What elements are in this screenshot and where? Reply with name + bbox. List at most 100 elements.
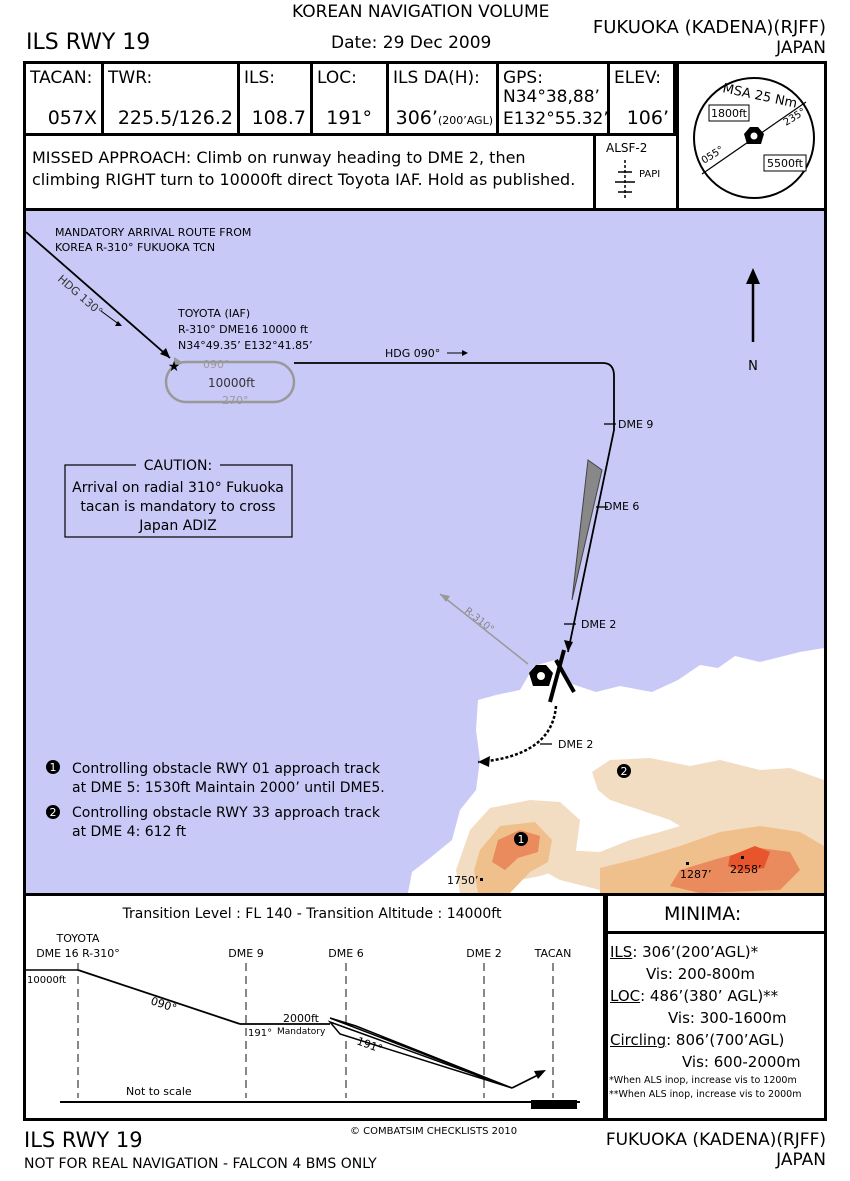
alsf-label: ALSF-2 [606,141,648,155]
course-191-a: 191° [248,1028,272,1039]
volume-title: KOREAN NAVIGATION VOLUME [292,2,550,22]
profile-dme-2: DME 2 [466,947,501,960]
minima-circling-value: : 806’(700’AGL) [666,1031,785,1049]
terrain-marker-1: 1 [518,833,525,846]
airport-tacan-icon [529,665,553,686]
ils-label: ILS: [244,68,276,88]
caution-line-2: tacan is mandatory to cross [80,499,275,515]
obstacle-2258: 2258’ [730,863,762,876]
caution-line-1: Arrival on radial 310° Fukuoka [72,480,284,496]
elev-cell: ELEV: 106’ [610,64,676,133]
svg-text:090°: 090° [149,994,178,1015]
elev-value: 106’ [626,107,669,129]
airport-country: JAPAN [776,38,826,58]
gps-lat: N34°38,88’ [503,87,600,107]
plan-svg: ★ 2 1 1 [26,226,824,893]
hold-inbound: 270° [222,394,249,407]
elev-label: ELEV: [614,68,661,88]
note-1-line-2: at DME 5: 1530ft Maintain 2000’ until DM… [72,780,385,796]
arrival-route-line-1: MANDATORY ARRIVAL ROUTE FROM [55,226,251,239]
note-2-number: 2 [50,806,57,819]
ils-value: 108.7 [251,107,306,129]
minima-circling: Circling: 806’(700’AGL) [610,1033,784,1048]
minima-ils: ILS: 306’(200’AGL)* [610,945,758,960]
minima-circling-label: Circling [610,1031,667,1049]
twr-value: 225.5/126.2 [117,107,233,129]
profile-dme-6: DME 6 [328,947,363,960]
profile-view: Transition Level : FL 140 - Transition A… [23,893,608,1121]
toyota-label: TOYOTA [56,932,100,945]
plan-view: ★ 2 1 1 [23,208,827,896]
tacan-value: 057X [47,107,97,129]
msa-divider [676,64,679,208]
tacan-cell: TACAN: 057X [26,64,104,133]
papi-icon [615,160,635,200]
profile-dme-9: DME 9 [228,947,263,960]
footer-airport: FUKUOKA (KADENA)(RJFF) [605,1130,826,1150]
iaf-name: TOYOTA (IAF) [177,307,250,320]
msa-sector-north: 1800ft [711,107,748,120]
minima-loc-vis: Vis: 300-1600m [668,1009,787,1027]
minima-loc-value: : 486’(380’ AGL)** [640,987,779,1005]
msa-diagram: MSA 25 Nm 1800ft 5500ft 235° 055° [693,77,815,199]
da-value-text: 306’ [395,107,438,129]
iaf-coordinates: N34°49.35’ E132°41.85’ [178,339,313,352]
minima-title: MINIMA: [664,903,742,925]
note-2-line-1: Controlling obstacle RWY 33 approach tra… [72,805,381,821]
missed-approach-line-1: MISSED APPROACH: Climb on runway heading… [32,148,526,167]
hdg-090-label: HDG 090° [385,347,440,360]
da-cell: ILS DA(H): 306’(200’AGL) [389,64,499,133]
iaf-radial: R-310° DME16 10000 ft [178,323,309,336]
profile-svg: Transition Level : FL 140 - Transition A… [26,906,580,1109]
missed-approach-cell: MISSED APPROACH: Climb on runway heading… [26,136,596,208]
chart-date: Date: 29 Dec 2009 [331,33,492,53]
msa-sector-south: 5500ft [767,157,804,170]
minima-box: MINIMA: ILS: 306’(200’AGL)* Vis: 200-800… [603,893,827,1121]
papi-label: PAPI [639,169,661,180]
terrain-marker-2: 2 [621,765,628,778]
minima-loc: LOC: 486’(380’ AGL)** [610,989,778,1004]
obstacle-1750: 1750’ [447,874,479,887]
minima-title-row: MINIMA: [606,896,824,934]
minima-ils-value: : 306’(200’AGL)* [632,943,759,961]
footer-disclaimer: NOT FOR REAL NAVIGATION - FALCON 4 BMS O… [24,1156,377,1172]
footer-procedure: ILS RWY 19 [24,1128,143,1152]
missed-approach-line-2: climbing RIGHT turn to 10000ft direct To… [32,170,576,189]
loc-value: 191° [326,107,372,129]
twr-label: TWR: [108,68,153,88]
minima-ils-label: ILS [610,943,633,961]
hold-outbound: 090° [203,358,230,371]
footer-copyright: © COMBATSIM CHECKLISTS 2010 [350,1126,518,1137]
caution-title: CAUTION: [144,458,213,474]
arrival-route-line-2: KOREA R-310° FUKUOKA TCN [55,241,215,254]
landmass [408,648,824,893]
note-1-number: 1 [50,761,57,774]
toyota-dme-label: DME 16 R-310° [36,947,120,960]
lighting-cell: ALSF-2 PAPI [596,136,676,208]
gps-lon: E132°55.32’ [503,109,609,129]
alt-10000-label: 10000ft [27,975,66,986]
course-090: 090° [149,994,178,1015]
tacan-label: TACAN: [30,68,93,88]
procedure-title: ILS RWY 19 [26,30,151,55]
dme-9-label: DME 9 [618,418,653,431]
iaf-star-icon: ★ [168,359,181,375]
note-1-line-1: Controlling obstacle RWY 01 approach tra… [72,761,381,777]
minima-note-1: *When ALS inop, increase vis to 1200m [609,1075,797,1086]
north-label: N [748,359,758,374]
tacan-icon [744,127,764,144]
gps-cell: GPS: N34°38,88’ E132°55.32’ [499,64,610,133]
minima-ils-vis: Vis: 200-800m [646,965,756,983]
r310-label: R-310° [462,606,496,636]
svg-text:R-310°: R-310° [462,606,496,636]
twr-cell: TWR: 225.5/126.2 [104,64,240,133]
mandatory-label: Mandatory [277,1027,326,1037]
info-box: TACAN: 057X TWR: 225.5/126.2 ILS: 108.7 … [23,61,827,211]
loc-label: LOC: [317,68,357,88]
frequency-row: TACAN: 057X TWR: 225.5/126.2 ILS: 108.7 … [26,64,676,136]
ils-cell: ILS: 108.7 [240,64,313,133]
dme-2-final-label: DME 2 [581,618,616,631]
footer-country: JAPAN [776,1150,826,1170]
profile-tacan: TACAN [534,947,572,960]
gps-label: GPS: [503,68,543,88]
